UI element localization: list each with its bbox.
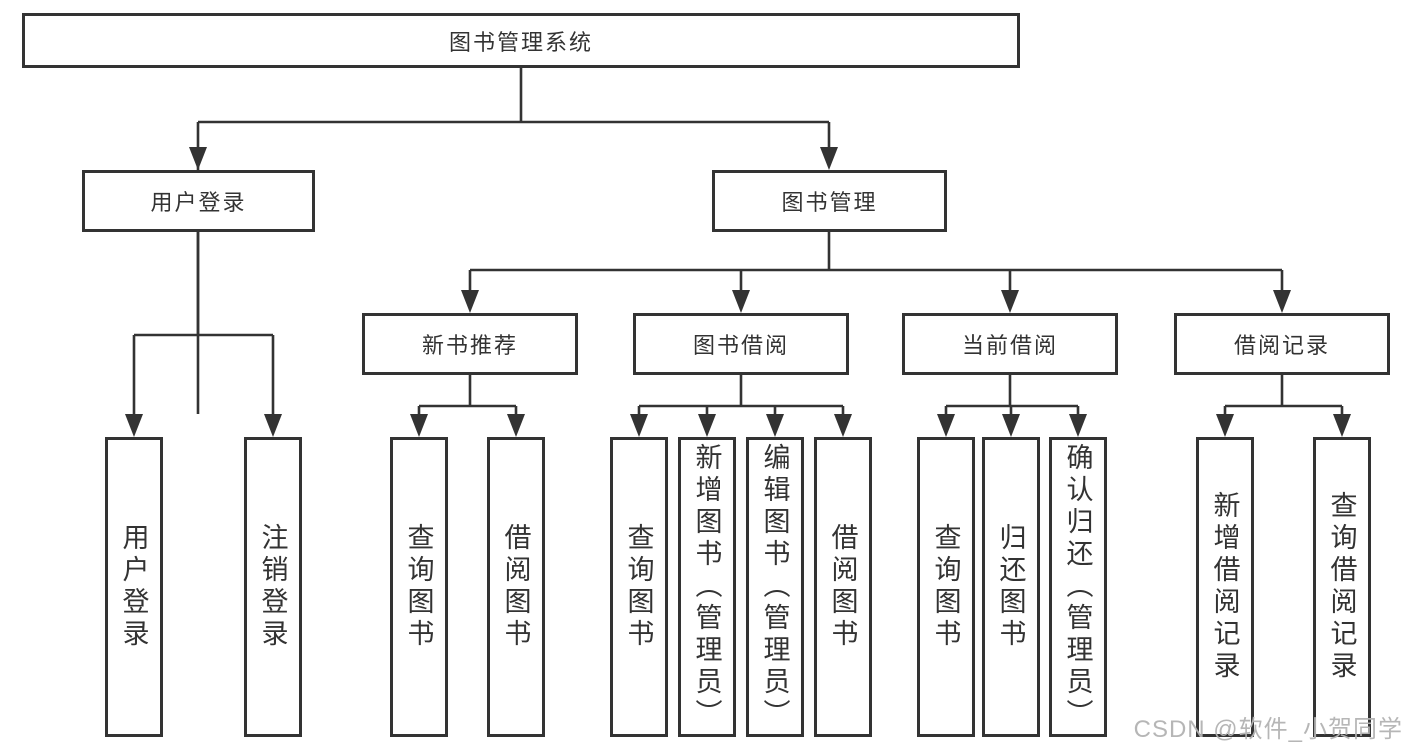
leaf-borrow-books-recommend: 借阅图书: [487, 437, 545, 737]
node-label: 查询图书: [623, 523, 654, 651]
arrow-icon: [189, 147, 207, 170]
arrow-icon: [461, 290, 479, 313]
node-label: 图书管理系统: [448, 29, 593, 55]
leaf-return-books: 归还图书: [982, 437, 1040, 737]
arrow-icon: [698, 414, 716, 437]
arrow-icon: [630, 414, 648, 437]
node-label: 新增图书（管理员）: [691, 443, 722, 731]
node-label: 借阅图书: [500, 523, 531, 651]
node-label: 新增借阅记录: [1209, 491, 1240, 683]
connector-paths: [196, 68, 831, 414]
arrow-icon: [834, 414, 852, 437]
watermark: CSDN @软件_小贺同学: [1133, 716, 1403, 743]
node-book-management: 图书管理: [712, 170, 947, 232]
leaf-query-books-current: 查询图书: [917, 437, 975, 737]
leaf-query-borrow-record: 查询借阅记录: [1313, 437, 1371, 737]
leaf-borrow-books-borrow: 借阅图书: [814, 437, 872, 737]
leaf-user-login: 用户登录: [105, 437, 163, 737]
node-label: 确认归还（管理员）: [1062, 443, 1093, 731]
node-label: 借阅记录: [1233, 333, 1330, 358]
node-label: 借阅图书: [827, 523, 858, 651]
arrow-icon: [1216, 414, 1234, 437]
arrow-icon: [1002, 414, 1020, 437]
connector-records-to-leaves: [1223, 375, 1344, 416]
arrow-icon: [1001, 290, 1019, 313]
leaf-add-book-admin: 新增图书（管理员）: [678, 437, 736, 737]
arrow-icon: [1333, 414, 1351, 437]
node-label: 新书推荐: [421, 333, 518, 358]
leaf-add-borrow-record: 新增借阅记录: [1196, 437, 1254, 737]
arrow-icon: [507, 414, 525, 437]
arrow-icon: [1273, 290, 1291, 313]
node-book-borrowing: 图书借阅: [633, 313, 849, 375]
arrow-icon: [410, 414, 428, 437]
arrowheads: [125, 147, 1351, 437]
arrow-icon: [732, 290, 750, 313]
connector-newbooks-to-leaves: [417, 375, 518, 416]
leaf-logout: 注销登录: [244, 437, 302, 737]
node-new-book-recommend: 新书推荐: [362, 313, 578, 375]
arrow-icon: [937, 414, 955, 437]
node-label: 图书借阅: [692, 333, 789, 358]
leaf-confirm-return-admin: 确认归还（管理员）: [1049, 437, 1107, 737]
leaf-edit-book-admin: 编辑图书（管理员）: [746, 437, 804, 737]
node-user-login: 用户登录: [82, 170, 315, 232]
connector-bookmgmt-to-l3: [468, 232, 1284, 293]
node-label: 注销登录: [257, 523, 288, 651]
arrow-icon: [125, 414, 143, 437]
arrow-icon: [766, 414, 784, 437]
node-label: 用户登录: [118, 523, 149, 651]
leaf-query-books-recommend: 查询图书: [390, 437, 448, 737]
node-label: 图书管理: [781, 190, 878, 215]
node-borrowing-records: 借阅记录: [1174, 313, 1390, 375]
node-label: 用户登录: [150, 190, 247, 215]
connector-current-to-leaves: [944, 375, 1080, 416]
node-label: 查询借阅记录: [1326, 491, 1357, 683]
node-library-system: 图书管理系统: [22, 13, 1020, 68]
arrow-icon: [1069, 414, 1087, 437]
node-label: 归还图书: [995, 523, 1026, 651]
node-label: 查询图书: [930, 523, 961, 651]
node-label: 查询图书: [403, 523, 434, 651]
connector-root-to-l2: [196, 68, 831, 414]
arrow-icon: [820, 147, 838, 170]
connector-borrowing-to-leaves: [637, 375, 845, 416]
connector-paths-2: [132, 232, 1344, 416]
leaf-query-books-borrow: 查询图书: [610, 437, 668, 737]
connector-userlogin-to-leaves: [132, 232, 275, 416]
node-label: 编辑图书（管理员）: [759, 443, 790, 731]
arrow-icon: [264, 414, 282, 437]
node-current-borrowing: 当前借阅: [902, 313, 1118, 375]
node-label: 当前借阅: [961, 333, 1058, 358]
